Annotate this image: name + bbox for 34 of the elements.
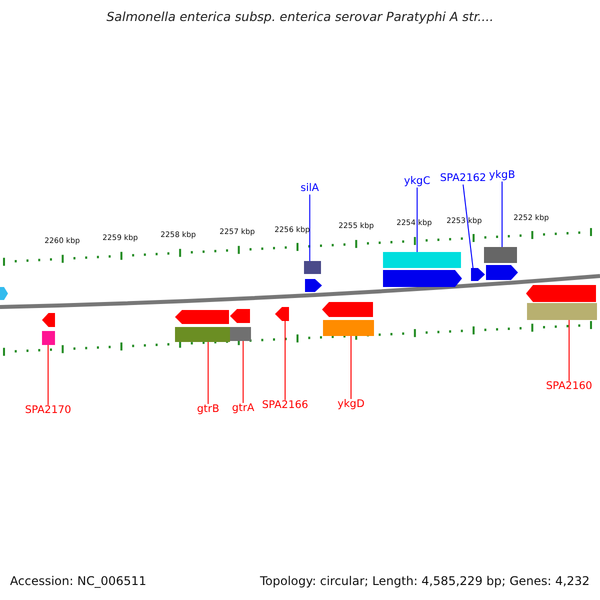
gene-feature bbox=[484, 247, 518, 280]
gene-label: ykgD bbox=[338, 399, 365, 411]
gene-feature bbox=[0, 287, 8, 300]
gene-label: ykgC bbox=[404, 176, 430, 188]
leader-line bbox=[462, 184, 474, 268]
leader-line bbox=[309, 194, 310, 262]
leader-line bbox=[350, 336, 352, 400]
footer-text: Accession: NC_006511 bbox=[10, 575, 146, 588]
gene-feature bbox=[42, 313, 55, 345]
gene-label: gtrB bbox=[197, 404, 220, 416]
leader-line bbox=[208, 342, 209, 404]
gene-label: SPA2166 bbox=[262, 400, 308, 412]
gene-feature bbox=[175, 310, 230, 342]
leader-line bbox=[284, 320, 286, 400]
gene-feature bbox=[230, 309, 251, 341]
leader-line bbox=[48, 344, 49, 406]
gene-label: gtrA bbox=[232, 403, 254, 415]
title: Salmonella enterica subsp. enterica serovar Paratyphi A str.... bbox=[106, 10, 494, 24]
gene-label: SPA2170 bbox=[25, 405, 72, 417]
footer-text: Topology: circular; Length: 4,585,229 bp; Genes: 4,232 bbox=[260, 575, 590, 588]
gene-label: ykgB bbox=[489, 170, 516, 182]
gene-label: SPA2162 bbox=[440, 173, 486, 185]
leader-line bbox=[242, 340, 244, 404]
gene-label: silA bbox=[300, 183, 319, 195]
leader-line bbox=[502, 181, 503, 248]
leader-line bbox=[568, 320, 570, 382]
gene-feature bbox=[322, 302, 374, 336]
gene-feature bbox=[383, 252, 462, 287]
gene-feature bbox=[526, 285, 597, 320]
leader-line bbox=[416, 187, 418, 252]
gene-feature bbox=[304, 261, 322, 292]
gene-feature bbox=[471, 268, 485, 281]
gene-label: SPA2160 bbox=[546, 381, 592, 393]
gene-feature bbox=[275, 307, 289, 321]
